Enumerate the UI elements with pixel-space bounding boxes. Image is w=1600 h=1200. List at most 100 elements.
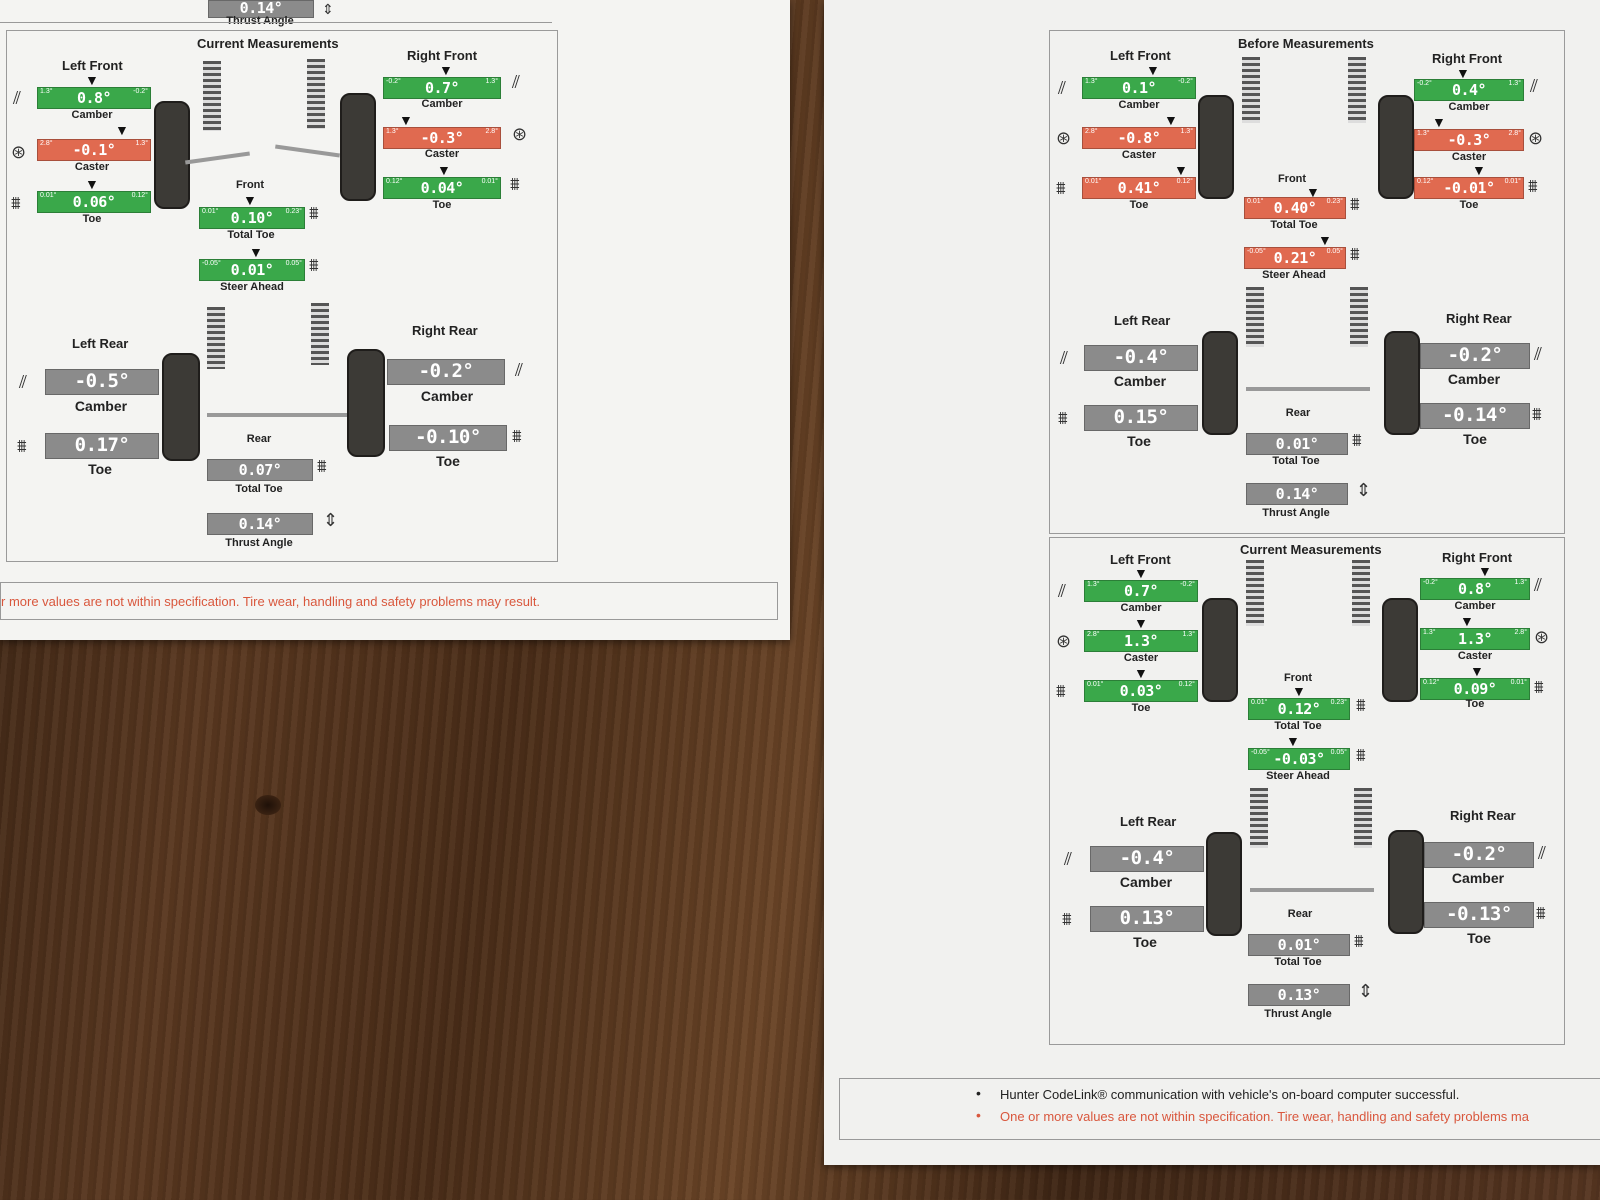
- caster-label: Caster: [1121, 149, 1157, 161]
- front-total-toe-value: 0.40°: [1273, 199, 1317, 217]
- total-toe-hi-limit: 0.23°: [1326, 198, 1343, 205]
- pointer-arrow: ▼: [85, 176, 99, 192]
- toe-hi-limit: 0.01°: [1504, 178, 1521, 185]
- total-toe-label: Total Toe: [1274, 720, 1322, 732]
- camber-icon: ⫽: [1534, 344, 1543, 364]
- pointer-arrow: ▼: [1286, 733, 1300, 749]
- panel-title: Current Measurements: [1240, 542, 1382, 557]
- pointer-arrow: ▼: [1456, 65, 1470, 81]
- left-front-wheel: [1198, 95, 1234, 199]
- right-front-title: Right Front: [407, 48, 478, 63]
- right-front-caster-gauge: 1.3° 2.8° -0.3°: [1414, 129, 1524, 151]
- right-rear-toe-value: -0.14°: [1442, 404, 1508, 426]
- toe-hi-limit: 0.01°: [1510, 679, 1527, 686]
- caster-hi-limit: 1.3°: [135, 140, 148, 147]
- left-front-caster-value: -0.8°: [1117, 129, 1161, 147]
- left-rear-spring: [1246, 287, 1264, 347]
- rear-axle-label: Rear: [1287, 908, 1313, 920]
- left-front-toe-gauge: 0.01° 0.12° 0.06°: [37, 191, 151, 213]
- pointer-arrow: ▼: [115, 122, 129, 138]
- camber-hi-limit: -0.2°: [1180, 581, 1195, 588]
- camber-icon: ⫽: [1058, 78, 1067, 98]
- camber-label: Camber: [1448, 101, 1490, 113]
- thrust-angle-gauge: 0.14°: [1246, 483, 1348, 505]
- camber-label: Camber: [1447, 371, 1501, 387]
- toe-label: Toe: [1133, 934, 1157, 950]
- toe-icon: ⩩: [1528, 176, 1538, 196]
- toe-icon: ⩩: [1058, 408, 1068, 428]
- camber-icon: ⫽: [1538, 843, 1547, 863]
- steer-ahead-label: Steer Ahead: [220, 281, 284, 293]
- right-rear-camber-gauge: -0.2°: [387, 359, 505, 385]
- caster-hi-limit: 1.3°: [1182, 631, 1195, 638]
- caster-hi-limit: 2.8°: [485, 128, 498, 135]
- caster-lo-limit: 1.3°: [1417, 130, 1430, 137]
- left-front-toe-value: 0.41°: [1117, 179, 1161, 197]
- rear-axle-link: [207, 413, 355, 417]
- left-rear-title: Left Rear: [72, 336, 129, 351]
- caster-lo-limit: 2.8°: [1085, 128, 1098, 135]
- toe-icon: ⩩: [309, 203, 319, 223]
- right-front-spring: [307, 59, 325, 129]
- toe-icon: ⩩: [1350, 194, 1360, 214]
- caster-label: Caster: [1123, 652, 1159, 664]
- steer-ahead-gauge: -0.05° 0.05° -0.03°: [1248, 748, 1350, 770]
- steer-ahead-lo-limit: -0.05°: [202, 260, 221, 267]
- right-front-caster-value: -0.3°: [1447, 131, 1491, 149]
- left-rear-toe-value: 0.13°: [1119, 907, 1175, 929]
- left-front-camber-gauge: 1.3° -0.2° 0.1°: [1082, 77, 1196, 99]
- toe-icon: ⩩: [17, 436, 27, 456]
- camber-lo-limit: -0.2°: [1417, 80, 1432, 87]
- right-rear-title: Right Rear: [1450, 808, 1516, 823]
- right-front-wheel: [1378, 95, 1414, 199]
- camber-label: Camber: [71, 109, 113, 121]
- steer-ahead-label: Steer Ahead: [1266, 770, 1330, 782]
- warning-footer-box: r more values are not within specificati…: [0, 582, 778, 620]
- right-front-wheel: [340, 93, 376, 201]
- toe-label: Toe: [1465, 698, 1485, 710]
- left-front-wheel: [1202, 598, 1238, 702]
- toe-icon: ⩩: [1354, 931, 1364, 951]
- camber-lo-limit: -0.2°: [1423, 579, 1438, 586]
- toe-label: Toe: [1131, 702, 1151, 714]
- right-rear-toe-value: -0.10°: [415, 426, 481, 448]
- total-toe-label: Total Toe: [1270, 219, 1318, 231]
- pointer-arrow: ▼: [1146, 62, 1160, 78]
- right-rear-camber-gauge: -0.2°: [1424, 842, 1534, 868]
- right-rear-wheel: [1384, 331, 1420, 435]
- front-total-toe-gauge: 0.01° 0.23° 0.10°: [199, 207, 305, 229]
- toe-hi-limit: 0.12°: [1176, 178, 1193, 185]
- left-rear-title: Left Rear: [1114, 313, 1171, 328]
- total-toe-hi-limit: 0.23°: [1330, 699, 1347, 706]
- left-front-toe-value: 0.06°: [72, 193, 116, 211]
- right-front-toe-gauge: 0.12° 0.01° 0.09°: [1420, 678, 1530, 700]
- left-front-toe-gauge: 0.01° 0.12° 0.03°: [1084, 680, 1198, 702]
- control-arm: [275, 144, 340, 158]
- left-front-caster-value: -0.1°: [72, 141, 116, 159]
- caster-label: Caster: [1451, 151, 1487, 163]
- steer-ahead-gauge: -0.05° 0.05° 0.21°: [1244, 247, 1346, 269]
- pointer-arrow: ▼: [1134, 615, 1148, 631]
- caster-hi-limit: 2.8°: [1508, 130, 1521, 137]
- thrust-icon: ⇕: [323, 510, 339, 530]
- toe-label: Toe: [88, 461, 112, 477]
- toe-icon: ⩩: [11, 193, 21, 213]
- front-total-toe-gauge: 0.01° 0.23° 0.40°: [1244, 197, 1346, 219]
- toe-lo-limit: 0.12°: [1423, 679, 1440, 686]
- steer-ahead-lo-limit: -0.05°: [1247, 248, 1266, 255]
- camber-label: Camber: [1119, 874, 1173, 890]
- right-rear-camber-value: -0.2°: [1451, 843, 1507, 865]
- thrust-icon: ⇕: [322, 1, 334, 17]
- left-printout-sheet: 0.14° Thrust Angle ⇕ Current Measurement…: [0, 0, 790, 640]
- spec-warning-text: r more values are not within specificati…: [1, 594, 541, 609]
- total-toe-label: Total Toe: [235, 483, 283, 495]
- camber-label: Camber: [1451, 870, 1505, 886]
- thrust-angle-value: 0.14°: [238, 515, 282, 533]
- toe-icon: ⩩: [510, 174, 520, 194]
- right-front-camber-gauge: -0.2° 1.3° 0.4°: [1414, 79, 1524, 101]
- pointer-arrow: ▼: [1318, 232, 1332, 248]
- right-rear-toe-gauge: -0.10°: [389, 425, 507, 451]
- caster-icon: ⊛: [11, 142, 27, 162]
- current-measurements-panel: Current Measurements Left Front ▼ ⫽ 1.3°…: [6, 30, 558, 562]
- toe-label: Toe: [1127, 433, 1151, 449]
